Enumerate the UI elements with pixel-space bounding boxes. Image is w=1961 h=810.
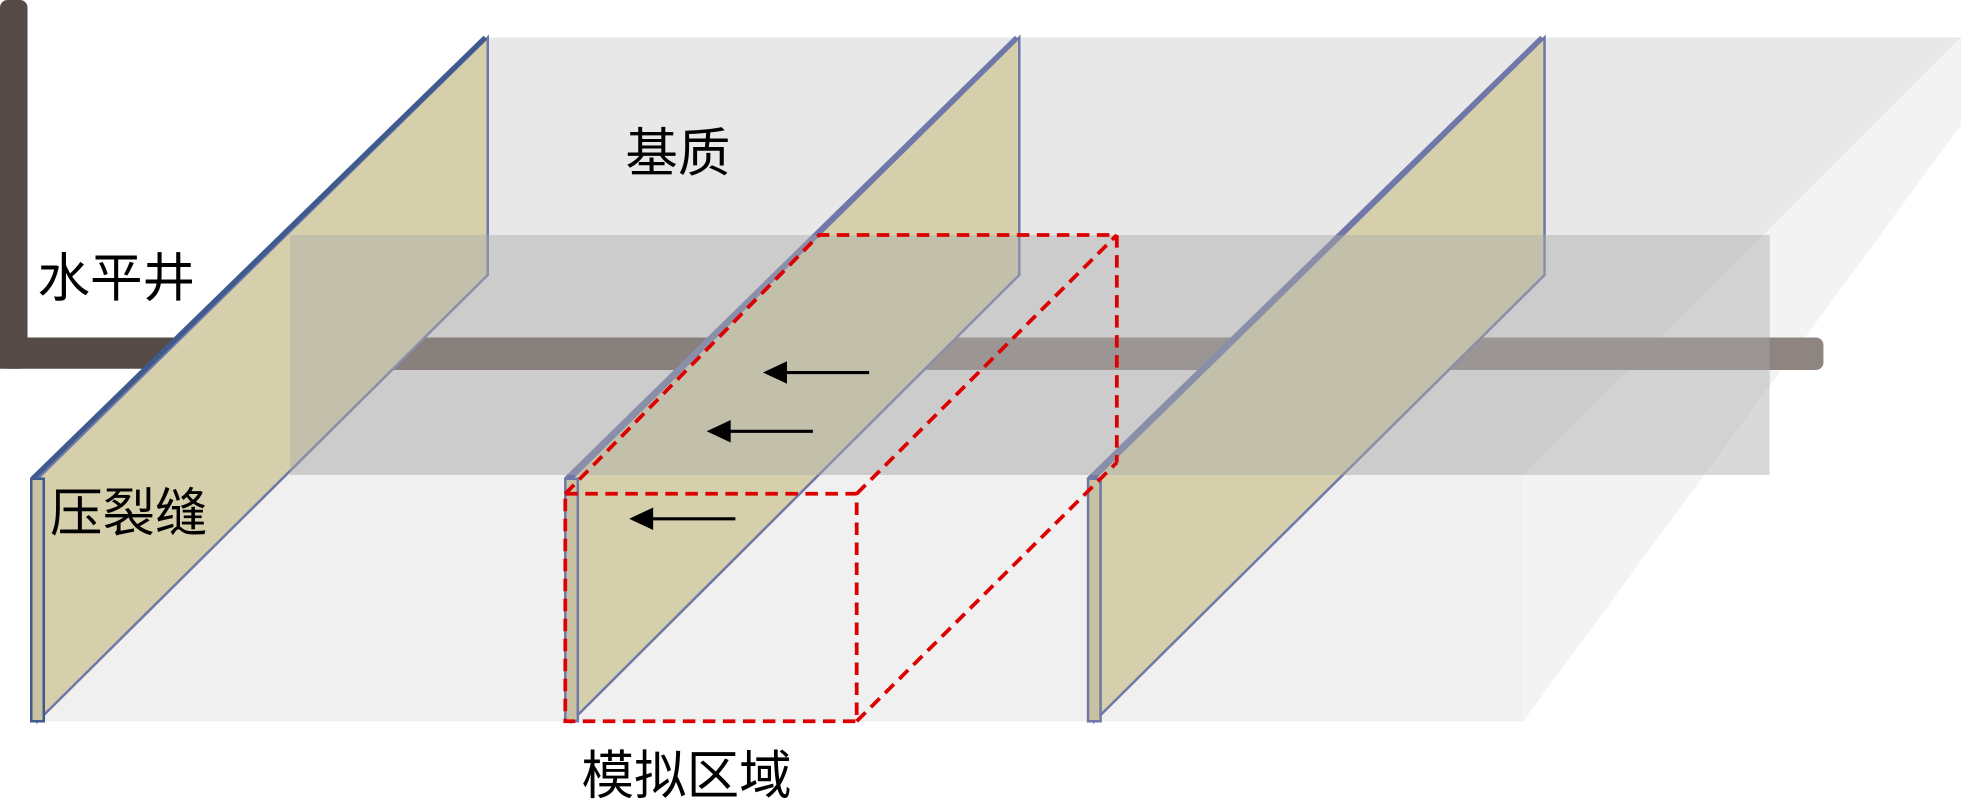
arrow-icon [706,420,731,443]
vertical-well [0,0,28,369]
fracture-2-front [564,477,580,723]
arrow-icon [762,361,787,384]
fracture-3-edge [1087,35,1544,481]
flow-arrows [629,361,870,530]
label-matrix: 基质 [625,123,730,184]
label-horizontal-well: 水平井 [38,248,196,309]
label-fracture: 压裂缝 [50,483,208,544]
fracture-2-edge [564,35,1019,481]
matrix-right-face [1523,37,1961,722]
label-simulation-domain: 模拟区域 [582,746,792,807]
fracture-1-edge [30,35,487,481]
simulation-domain-box [563,233,1119,724]
near-well-band [290,235,1770,475]
fracture-3-front [1086,477,1102,723]
fracture-1-front [30,477,46,723]
arrow-icon [629,507,654,530]
